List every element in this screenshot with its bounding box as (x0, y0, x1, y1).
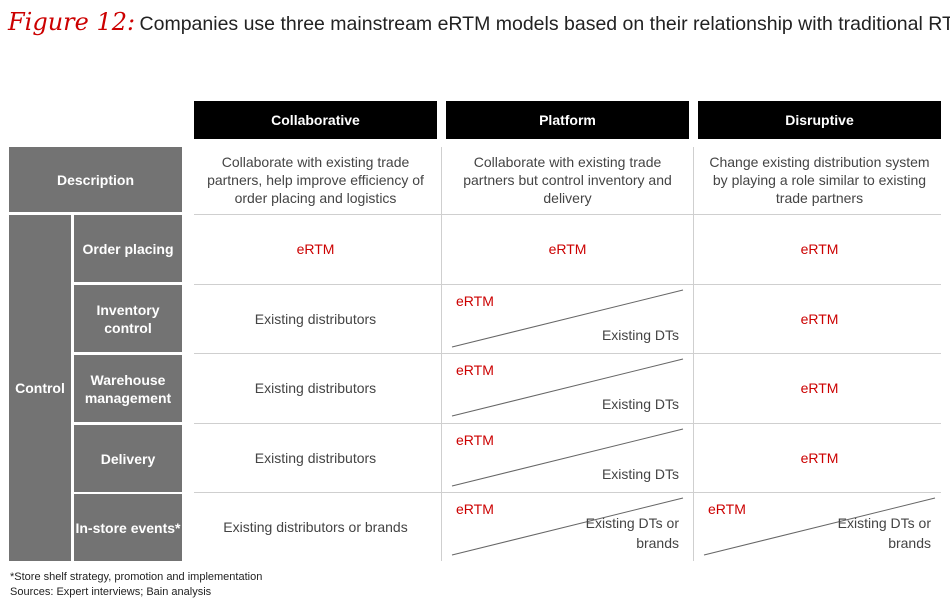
warehouse-management-disruptive: eRTM (800, 380, 839, 396)
in-store-events-platform-ertm: eRTM (456, 501, 494, 517)
inventory-control-collaborative: Existing distributors (254, 311, 377, 327)
row-label-warehouse-management: Warehouse management (74, 355, 182, 422)
in-store-events-disruptive-split: eRTM Existing DTs or brands (698, 493, 941, 561)
row-label-in-store-events: In-store events* (74, 494, 182, 561)
inventory-control-platform-split: eRTM Existing DTs (446, 285, 689, 353)
footnote: *Store shelf strategy, promotion and imp… (10, 571, 263, 583)
figure-title-text: Companies use three mainstream eRTM mode… (139, 13, 950, 35)
row-label-order-placing: Order placing (74, 215, 182, 282)
warehouse-management-collaborative: Existing distributors (254, 380, 377, 396)
row-divider (194, 492, 941, 493)
inventory-control-platform-ertm: eRTM (456, 293, 494, 309)
delivery-platform-ertm: eRTM (456, 432, 494, 448)
column-header-platform: Platform (446, 101, 689, 139)
in-store-events-platform-split: eRTM Existing DTs or brands (446, 493, 689, 561)
warehouse-management-platform-existing: Existing DTs (601, 396, 679, 412)
column-divider (693, 147, 694, 561)
row-divider (194, 284, 941, 285)
description-disruptive: Change existing distribution system by p… (709, 153, 930, 206)
figure-title: Figure 12: Companies use three mainstrea… (8, 8, 950, 36)
column-header-collaborative: Collaborative (194, 101, 437, 139)
order-placing-platform: eRTM (548, 241, 587, 257)
row-divider (194, 423, 941, 424)
order-placing-disruptive: eRTM (800, 241, 839, 257)
diagonal-divider (451, 497, 684, 556)
diagonal-divider (451, 428, 684, 487)
column-divider (441, 147, 442, 561)
diagonal-divider (451, 289, 684, 348)
delivery-platform-split: eRTM Existing DTs (446, 424, 689, 492)
row-divider (194, 353, 941, 354)
sources: Sources: Expert interviews; Bain analysi… (10, 586, 212, 598)
description-collaborative: Collaborate with existing trade partners… (207, 153, 424, 206)
order-placing-collaborative: eRTM (296, 241, 335, 257)
in-store-events-collaborative: Existing distributors or brands (223, 519, 408, 535)
figure-label: Figure 12: (8, 8, 136, 36)
delivery-collaborative: Existing distributors (254, 450, 377, 466)
description-platform: Collaborate with existing trade partners… (463, 153, 672, 206)
row-label-inventory-control: Inventory control (74, 285, 182, 352)
diagonal-divider (703, 497, 936, 556)
inventory-control-disruptive: eRTM (800, 311, 839, 327)
row-group-label-control: Control (9, 215, 71, 561)
in-store-events-disruptive-ertm: eRTM (708, 501, 746, 517)
figure-notes: *Store shelf strategy, promotion and imp… (10, 570, 262, 600)
delivery-disruptive: eRTM (800, 450, 839, 466)
inventory-control-platform-existing: Existing DTs (601, 327, 679, 343)
in-store-events-disruptive-existing: Existing DTs or brands (837, 515, 931, 551)
in-store-events-platform-existing: Existing DTs or brands (585, 515, 679, 551)
warehouse-management-platform-ertm: eRTM (456, 362, 494, 378)
warehouse-management-platform-split: eRTM Existing DTs (446, 354, 689, 422)
column-header-disruptive: Disruptive (698, 101, 941, 139)
diagonal-divider (451, 358, 684, 417)
row-label-description: Description (9, 147, 182, 212)
row-divider (194, 214, 941, 215)
row-label-delivery: Delivery (74, 425, 182, 492)
delivery-platform-existing: Existing DTs (601, 466, 679, 482)
